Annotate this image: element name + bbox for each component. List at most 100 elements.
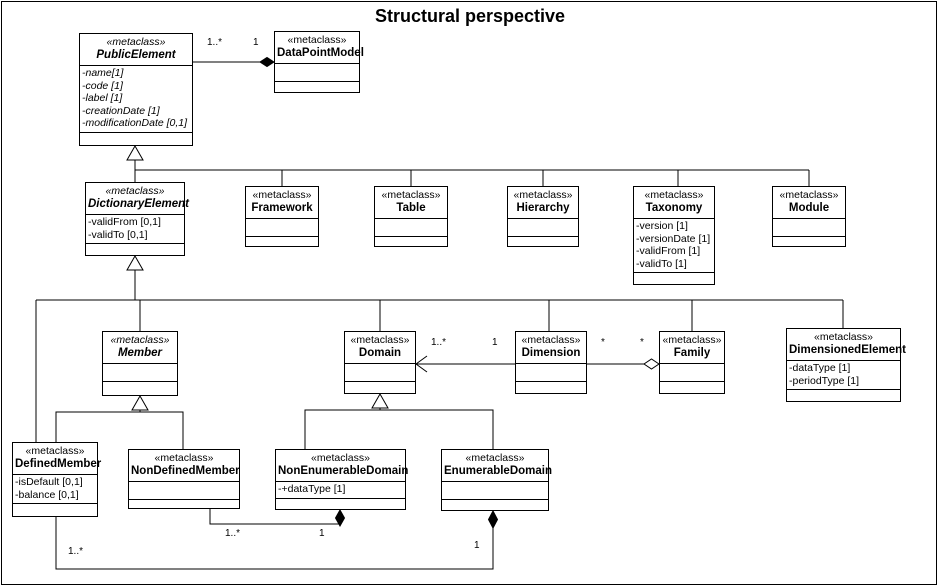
attribute-compartment — [246, 219, 318, 237]
class-hierarchy[interactable]: «metaclass»Hierarchy — [507, 186, 579, 247]
attribute-compartment — [660, 364, 724, 382]
class-name: NonEnumerableDomain — [278, 465, 409, 477]
attribute-compartment — [508, 219, 578, 237]
stereotype-label: «metaclass» — [110, 334, 170, 346]
attribute-label: -label [1] — [82, 92, 123, 104]
attribute-creationdate: -creationDate [1] — [82, 104, 160, 117]
stereotype-label: «metaclass» — [662, 334, 722, 346]
class-name: EnumerableDomain — [444, 465, 552, 477]
class-name: DataPointModel — [277, 47, 364, 59]
stereotype-label: «metaclass» — [644, 189, 704, 201]
attribute-datatype: -+dataType [1] — [278, 483, 346, 495]
class-name: Taxonomy — [645, 202, 703, 214]
class-dimension[interactable]: «metaclass»Dimension — [515, 331, 587, 394]
assoc-definedmember-enumerabledomain — [55, 517, 494, 570]
attribute-compartment: -version [1] -versionDate [1] -validFrom… — [634, 219, 714, 273]
class-non-defined-member[interactable]: «metaclass»NonDefinedMember — [128, 449, 240, 509]
mult-nondefinedmember-end: 1..* — [225, 528, 241, 539]
class-module[interactable]: «metaclass»Module — [772, 186, 846, 247]
attribute-validto: -validTo [1] — [636, 257, 687, 270]
class-name: NonDefinedMember — [131, 465, 240, 477]
stereotype-label: «metaclass» — [350, 334, 410, 346]
class-family[interactable]: «metaclass»Family — [659, 331, 725, 394]
attribute-validto: -validTo [0,1] — [88, 228, 148, 241]
attribute-version: -version [1] — [636, 220, 688, 232]
gen-line-nondefinedmember — [140, 411, 184, 449]
mult-domain-end: 1..* — [431, 337, 447, 348]
attribute-compartment — [375, 219, 447, 237]
class-domain[interactable]: «metaclass»Domain — [344, 331, 416, 394]
generalization-arrow-domain — [371, 392, 389, 409]
class-non-enumerable-domain[interactable]: «metaclass»NonEnumerableDomain -+dataTyp… — [275, 449, 409, 510]
mult-publicelement-end: 1..* — [207, 37, 223, 48]
generalization-arrow-member — [131, 394, 149, 411]
class-name: Family — [673, 347, 711, 359]
stereotype-label: «metaclass» — [252, 189, 312, 201]
attribute-periodtype: -periodType [1] — [789, 374, 860, 387]
class-dimensioned-element[interactable]: «metaclass»DimensionedElement -dataType … — [786, 328, 906, 402]
stereotype-label: «metaclass» — [105, 185, 165, 197]
diagram-title: Structural perspective — [374, 6, 566, 26]
attribute-name: -name[1] — [82, 67, 124, 79]
attribute-compartment: -+dataType [1] — [276, 482, 405, 499]
mult-definedmember-end: 1..* — [68, 546, 84, 557]
class-name: Member — [117, 347, 163, 359]
stereotype-label: «metaclass» — [381, 189, 441, 201]
class-name: Hierarchy — [516, 202, 570, 214]
class-name: Dimension — [521, 347, 581, 359]
attribute-isdefault: -isDefault [0,1] — [15, 476, 83, 488]
stereotype-label: «metaclass» — [25, 445, 85, 457]
stereotype-label: «metaclass» — [465, 452, 525, 464]
class-member[interactable]: «metaclass»Member — [102, 331, 178, 396]
stereotype-label: «metaclass» — [106, 36, 166, 48]
mult-datapointmodel-end: 1 — [253, 37, 259, 48]
stereotype-label: «metaclass» — [287, 34, 347, 46]
attribute-balance: -balance [0,1] — [15, 488, 79, 501]
open-arrow-domain — [415, 355, 428, 373]
class-defined-member[interactable]: «metaclass»DefinedMember -isDefault [0,1… — [12, 442, 102, 517]
attribute-modificationdate: -modificationDate [0,1] — [82, 117, 188, 129]
class-name: PublicElement — [96, 49, 176, 61]
class-table[interactable]: «metaclass»Table — [374, 186, 448, 247]
gen-line-domain-bus — [304, 408, 381, 449]
stereotype-label: «metaclass» — [311, 452, 370, 464]
class-name: DictionaryElement — [88, 198, 189, 210]
assoc-nondefinedmember-nonenumerabledomain — [209, 509, 341, 526]
class-name: Domain — [358, 347, 402, 359]
attribute-compartment: -name[1] -code [1] -label [1] -creationD… — [80, 66, 192, 133]
attribute-compartment: -isDefault [0,1] -balance [0,1] — [13, 475, 97, 504]
mult-enumerabledomain-end: 1 — [474, 540, 480, 551]
class-taxonomy[interactable]: «metaclass»Taxonomy -version [1] -versio… — [633, 186, 715, 285]
class-public-element[interactable]: «metaclass»PublicElement -name[1] -code … — [79, 33, 193, 146]
attribute-validfrom: -validFrom [1] — [636, 245, 701, 257]
stereotype-label: «metaclass» — [154, 452, 214, 464]
attribute-compartment — [129, 482, 239, 500]
gen-line-member-bus — [55, 410, 141, 442]
gen-line-enumerabledomain — [380, 409, 494, 449]
attribute-compartment: -validFrom [0,1] -validTo [0,1] — [86, 215, 184, 244]
class-data-point-model[interactable]: «metaclass»DataPointModel — [274, 31, 364, 93]
attribute-compartment — [103, 364, 177, 382]
class-name: DefinedMember — [15, 458, 102, 470]
composition-diamond-enumerabledomain — [487, 509, 499, 530]
class-framework[interactable]: «metaclass»Framework — [245, 186, 319, 247]
class-enumerable-domain[interactable]: «metaclass»EnumerableDomain — [441, 449, 552, 511]
class-name: Table — [396, 202, 426, 214]
class-name: Module — [788, 202, 830, 214]
attribute-compartment — [345, 364, 415, 382]
attribute-code: -code [1] — [82, 79, 123, 92]
composition-diamond-datapointmodel — [259, 56, 275, 68]
attribute-validfrom: -validFrom [0,1] — [88, 216, 161, 228]
stereotype-label: «metaclass» — [779, 189, 839, 201]
attribute-compartment — [773, 219, 845, 237]
generalization-arrow-publicelement — [126, 144, 144, 161]
class-dictionary-element[interactable]: «metaclass»DictionaryElement -validFrom … — [85, 182, 189, 256]
aggregation-diamond-family — [643, 358, 660, 370]
attribute-datatype: -dataType [1] — [789, 362, 851, 374]
generalization-arrow-dictionaryelement — [126, 254, 144, 271]
composition-diamond-nonenumerabledomain — [334, 508, 346, 528]
attribute-compartment — [442, 482, 548, 500]
